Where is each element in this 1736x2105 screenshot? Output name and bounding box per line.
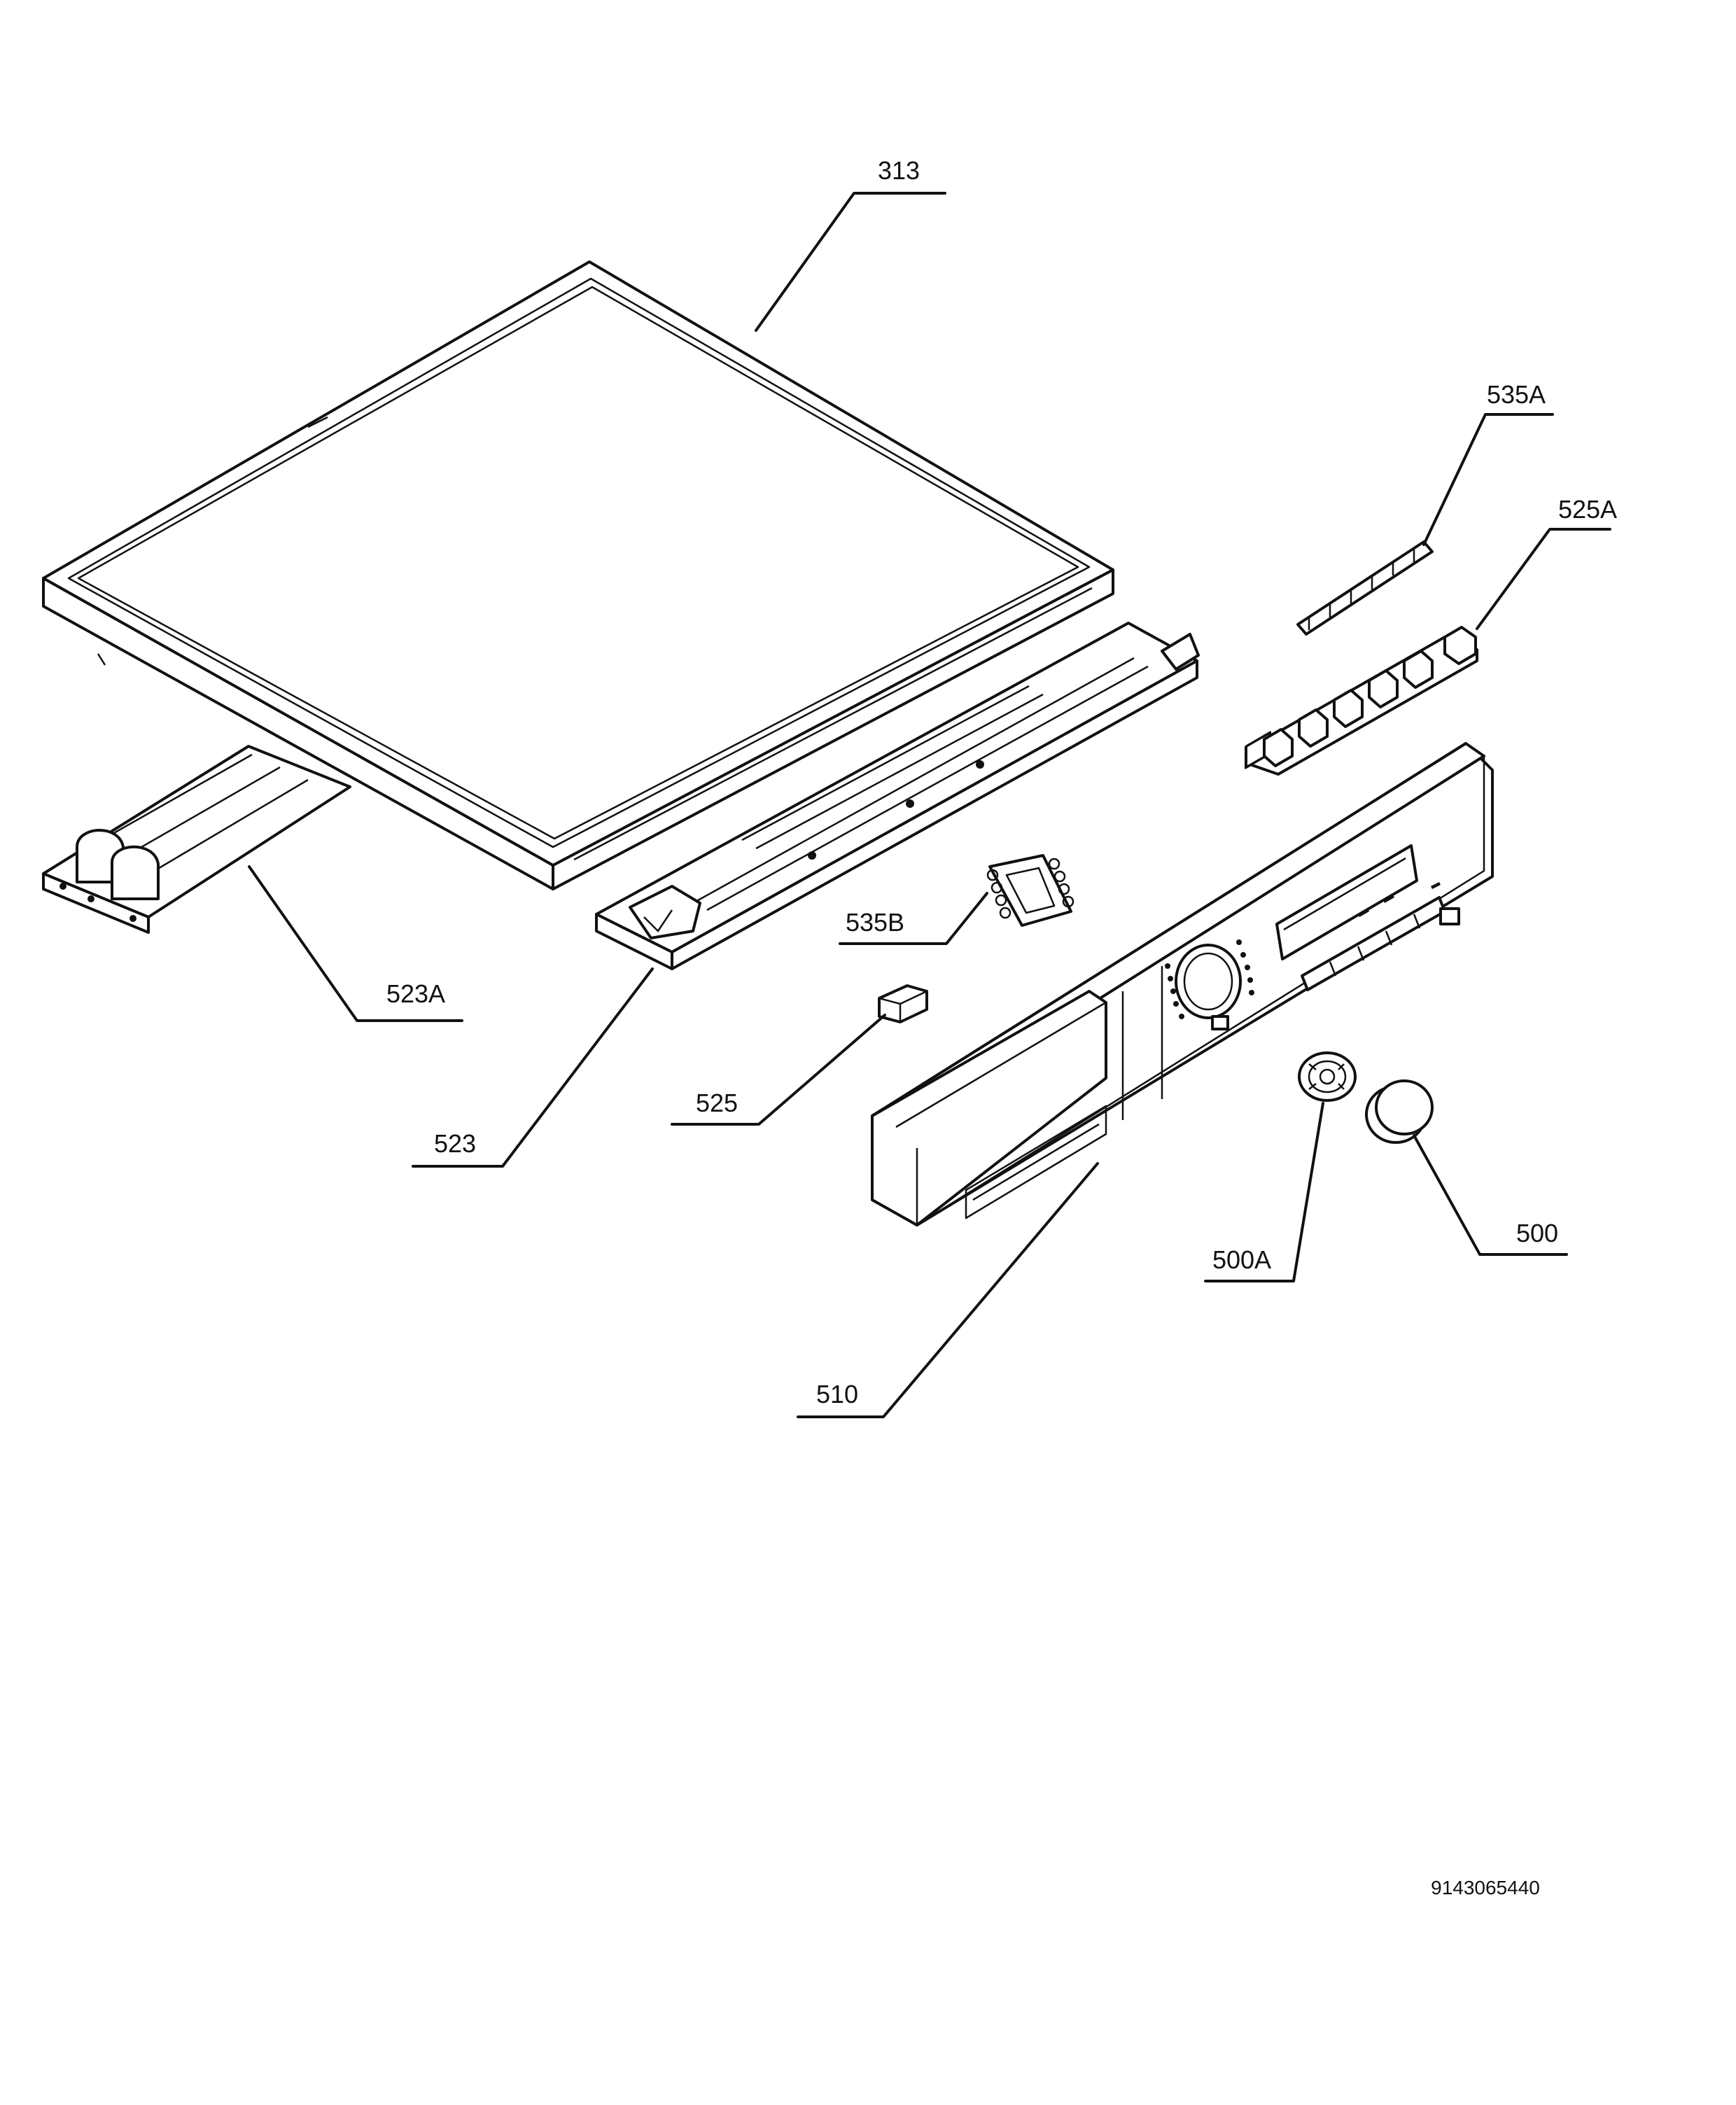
- leader-500: [1413, 1134, 1568, 1256]
- worktop-cover-part: [42, 260, 1114, 890]
- left-rail-523a-part: [42, 745, 351, 934]
- label-500a: 500A: [1212, 1245, 1271, 1274]
- keyboard-525a-part: [1245, 626, 1478, 776]
- label-525: 525: [696, 1089, 738, 1117]
- leader-523: [412, 967, 654, 1168]
- leader-525a: [1476, 528, 1611, 630]
- leader-525: [671, 1014, 886, 1126]
- label-510: 510: [816, 1380, 858, 1408]
- bracket-535a-part: [1296, 540, 1434, 636]
- label-523: 523: [434, 1129, 476, 1158]
- leader-535a: [1422, 413, 1554, 546]
- label-525a: 525A: [1558, 495, 1617, 524]
- light-guide-535b-part: [986, 854, 1074, 927]
- label-313: 313: [878, 156, 920, 185]
- label-535a: 535A: [1487, 380, 1546, 409]
- right-rail-523-part: [595, 622, 1200, 970]
- leader-535b: [839, 892, 988, 945]
- label-535b: 535B: [846, 908, 904, 937]
- knob-insert-500a-part: [1298, 1051, 1357, 1102]
- leader-523a: [248, 865, 463, 1022]
- label-500: 500: [1516, 1219, 1558, 1247]
- leader-500a: [1204, 1102, 1324, 1282]
- program-indicator-dots: [1165, 939, 1254, 1019]
- knob-cap-500-part: [1365, 1079, 1434, 1144]
- switch-525-part: [878, 984, 928, 1023]
- control-panel-510-part: [871, 742, 1494, 1226]
- leader-lines: [248, 192, 1611, 1418]
- part-labels: 313 535A 525A 535B 523A 523 525 500A 500…: [386, 156, 1617, 1408]
- label-523a: 523A: [386, 979, 445, 1008]
- leader-510: [797, 1162, 1099, 1418]
- document-number: 9143065440: [1431, 1877, 1540, 1898]
- leader-313: [755, 192, 946, 332]
